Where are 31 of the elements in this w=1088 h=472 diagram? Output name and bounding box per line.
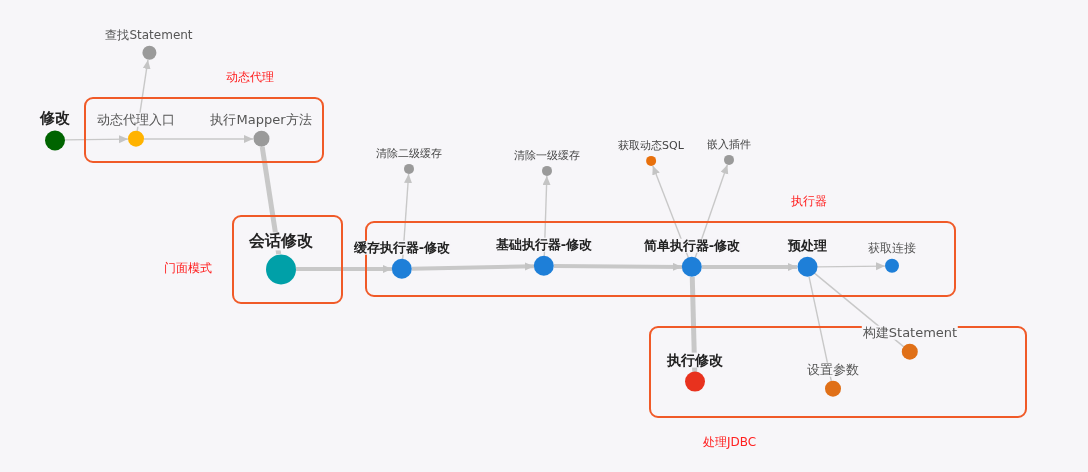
node-label: 基础执行器-修改 — [494, 237, 594, 252]
node-label: 获取动态SQL — [617, 139, 685, 152]
node-label: 获取连接 — [867, 241, 917, 255]
arrow — [402, 173, 412, 260]
connector-line — [689, 276, 698, 373]
arrow — [816, 262, 886, 271]
node-label: 缓存执行器-修改 — [352, 240, 452, 255]
node-label: 预处理 — [786, 238, 828, 253]
group-title: 动态代理 — [226, 69, 274, 86]
node-label: 执行Mapper方法 — [209, 112, 313, 127]
group-title: 处理JDBC — [703, 434, 757, 451]
arrow — [554, 262, 682, 271]
arrow — [143, 135, 254, 143]
group-title: 门面模式 — [164, 260, 212, 277]
node-label: 设置参数 — [806, 362, 860, 377]
arrow — [702, 263, 797, 271]
node-label: 会话修改 — [248, 232, 314, 250]
node-label: 构建Statement — [861, 325, 959, 340]
arrow — [296, 265, 392, 273]
node-label: 修改 — [39, 109, 71, 126]
node-label: 动态代理入口 — [96, 112, 176, 127]
node-label: 执行修改 — [666, 352, 724, 368]
group-title: 执行器 — [791, 193, 827, 210]
node-label: 清除二级缓存 — [375, 147, 443, 160]
node-label: 查找Statement — [104, 28, 194, 42]
arrow — [64, 135, 129, 144]
node-label: 清除一级缓存 — [513, 149, 581, 162]
node-label: 嵌入插件 — [706, 138, 752, 151]
arrow — [411, 262, 535, 271]
node-label: 简单执行器-修改 — [642, 238, 742, 253]
connector-line — [808, 276, 833, 382]
